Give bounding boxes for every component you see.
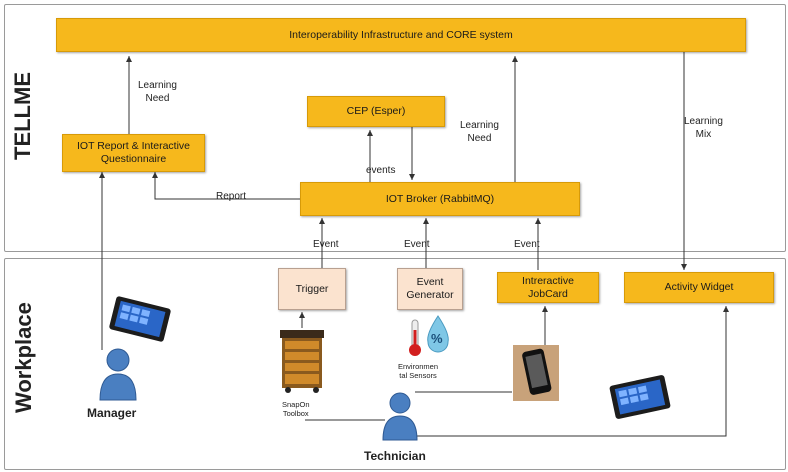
label-learning-need-right: Learning Need [460, 120, 499, 144]
arrow-broker-to-report [152, 172, 300, 200]
label-event-jobcard: Event [514, 239, 540, 250]
iot-report-box[interactable]: IOT Report & Interactive Questionnaire [62, 134, 205, 172]
sensors-label: Environmen tal Sensors [398, 362, 439, 381]
tablet-icon [109, 296, 171, 342]
label-event-generator: Event [404, 239, 430, 250]
trigger-box[interactable]: Trigger [278, 268, 346, 310]
event-generator-box[interactable]: Event Generator [397, 268, 463, 310]
interop-box[interactable]: Interoperability Infrastructure and CORE… [56, 18, 746, 52]
label-learning-mix: Learning Mix [684, 116, 723, 140]
toolbox-icon [280, 330, 324, 393]
iot-broker-box[interactable]: IOT Broker (RabbitMQ) [300, 182, 580, 216]
cep-box[interactable]: CEP (Esper) [307, 96, 445, 127]
label-event-trigger: Event [313, 239, 339, 250]
label-events: events [366, 165, 396, 176]
toolbox-label: SnapOn Toolbox [282, 400, 310, 419]
manager-label: Manager [87, 406, 137, 420]
humidity-drop-icon [427, 315, 449, 353]
manager-icon [99, 348, 137, 401]
tablet-right-icon [609, 375, 671, 419]
technician-icon [382, 392, 418, 441]
activity-widget-box[interactable]: Activity Widget [624, 272, 774, 303]
humidity-percent: % [431, 331, 443, 346]
arrow-technician-to-widget [415, 306, 729, 437]
technician-label: Technician [364, 449, 426, 463]
smartphone-icon [513, 345, 559, 401]
label-report: Report [216, 191, 247, 202]
thermometer-icon [409, 319, 421, 356]
label-learning-need-left: Learning Need [138, 80, 177, 104]
jobcard-box[interactable]: Intreractive JobCard [497, 272, 599, 303]
